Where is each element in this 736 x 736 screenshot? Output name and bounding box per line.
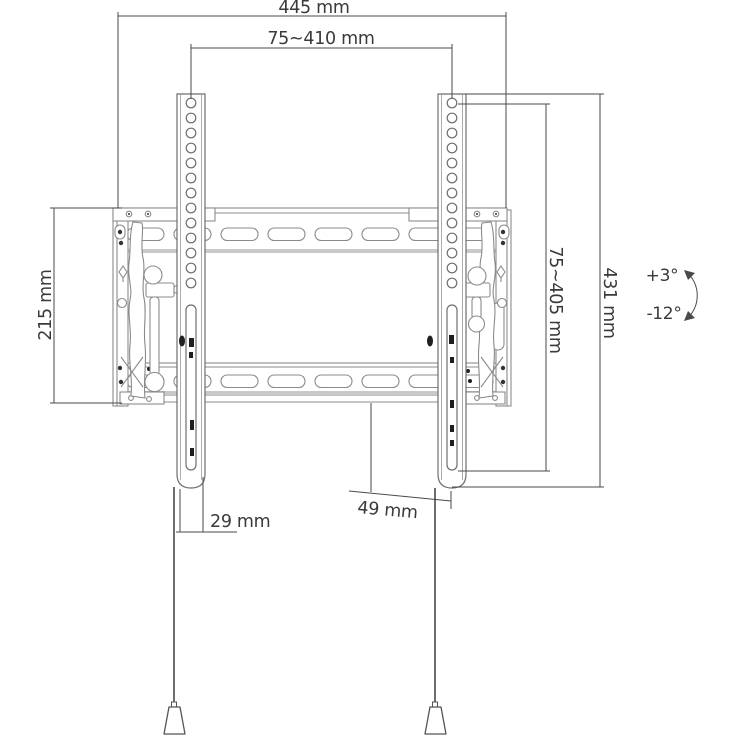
left-pull-cord <box>163 487 186 735</box>
right-lever-end <box>467 315 486 333</box>
label-tilt-down: -12° <box>646 304 681 324</box>
left-lever-end <box>144 371 165 393</box>
label-total-width: 445 mm <box>278 0 349 18</box>
dimension-total-width <box>117 12 507 208</box>
right-arm-slot <box>446 304 458 471</box>
left-arm-hole-column <box>185 97 197 289</box>
left-lever-link <box>149 296 160 376</box>
label-hole-pattern-height: 75~405 mm <box>545 246 565 353</box>
dimension-plate-height <box>50 207 122 404</box>
left-arm-slot <box>185 304 197 471</box>
dimension-profile-depth <box>348 403 452 509</box>
right-pull-cord <box>424 488 447 735</box>
left-bracket-arm <box>176 93 206 489</box>
label-bracket-depth: 29 mm <box>210 512 270 532</box>
dimension-bracket-depth <box>176 477 237 533</box>
right-lever-knob <box>467 266 487 286</box>
dimension-hole-pattern-height <box>458 103 550 472</box>
left-lever-knob <box>143 265 163 285</box>
dimension-lines <box>50 12 698 533</box>
dimension-labels: 445 mm 75~410 mm 215 mm 75~405 mm 431 mm… <box>36 0 682 532</box>
label-profile-depth: 49 mm <box>357 498 419 523</box>
label-bracket-height: 431 mm <box>599 267 619 338</box>
tilt-angle-arc <box>684 270 698 321</box>
right-bracket-arm <box>427 93 467 489</box>
left-cord-pull <box>163 706 186 735</box>
left-hook-detail <box>116 297 128 309</box>
right-tilt-plate <box>477 221 496 399</box>
right-pivot-bolt <box>427 335 433 347</box>
label-plate-height: 215 mm <box>36 269 56 340</box>
label-tilt-up: +3° <box>646 266 679 286</box>
right-hook-detail <box>496 297 508 309</box>
right-cord-pull <box>424 706 447 735</box>
left-tilt-mechanism <box>116 221 204 399</box>
dimension-hole-pattern-width <box>190 44 453 99</box>
left-tilt-plate <box>128 221 147 399</box>
dimension-bracket-height <box>452 93 604 488</box>
left-pivot-bolt <box>179 335 185 347</box>
label-hole-pattern-width: 75~410 mm <box>267 29 374 49</box>
left-end-cap <box>112 209 129 407</box>
